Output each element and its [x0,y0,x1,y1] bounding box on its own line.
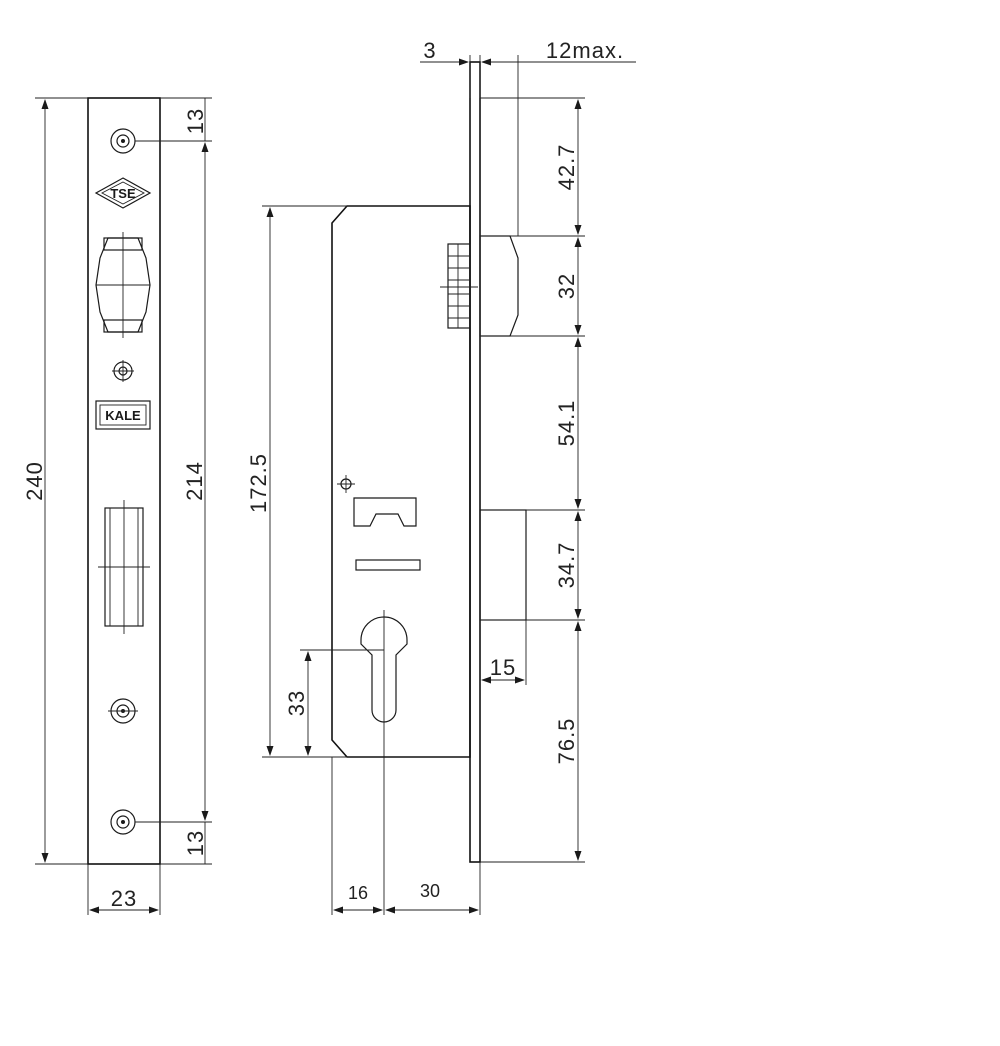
bottom-screw-hole [110,809,136,835]
dim-34-7-label: 34.7 [554,542,579,589]
lower-screw [108,698,138,724]
dim-15-label: 15 [490,655,516,680]
bolt-slot [355,559,421,571]
deadbolt-opening [98,500,150,634]
dim-faceplate-width: 23 [87,864,161,915]
lock-body-view: 3 12max. 42.7 32 54.1 34.7 76.5 [246,38,636,915]
faceplate-view: TSE KALE [22,97,212,915]
latch-opening [95,232,151,338]
middle-screw [112,360,134,382]
dim-top-offset: 13 [183,98,208,141]
dim-54-1-label: 54.1 [554,400,579,447]
spindle-marker [337,475,355,493]
dim-33-label: 33 [284,690,309,716]
hook-slot [353,497,417,527]
dim-case-height: 172.5 [246,205,347,758]
dim-cylinder-height: 33 [284,649,384,756]
kale-logo-text: KALE [105,408,141,423]
kale-logo: KALE [95,400,151,430]
dim-3-label: 3 [423,38,436,63]
dim-deadbolt-projection: 15 [481,620,527,685]
dim-right-chain: 42.7 32 54.1 34.7 76.5 [480,97,585,863]
deadbolt [479,509,527,621]
top-screw-hole [110,128,136,154]
dim-30-label: 30 [420,881,440,901]
dim-76-5-label: 76.5 [554,718,579,765]
case-outline [331,205,471,758]
dim-bottom-offset: 13 [183,822,208,864]
faceplate-edge [469,61,481,863]
dim-42-7-label: 42.7 [554,144,579,191]
dim-240-label: 240 [22,461,47,501]
dim-backset: 16 30 [333,881,479,914]
dim-13-top-label: 13 [183,108,208,134]
dim-16-label: 16 [348,883,368,903]
dim-12max-label: 12max. [546,38,624,63]
latch-bolt [440,235,519,337]
dim-top-projection: 3 12max. [420,38,636,236]
tse-logo-text: TSE [110,186,136,201]
dim-faceplate-height: 240 [22,97,88,865]
dim-172-5-label: 172.5 [246,453,271,513]
dim-214-label: 214 [182,461,207,501]
dim-13-bottom-label: 13 [183,830,208,856]
dim-faceplate-inner: 214 [135,97,212,865]
faceplate-outline [87,97,161,865]
dim-23-label: 23 [111,886,137,911]
dim-32-label: 32 [554,273,579,299]
tse-logo: TSE [94,177,152,209]
